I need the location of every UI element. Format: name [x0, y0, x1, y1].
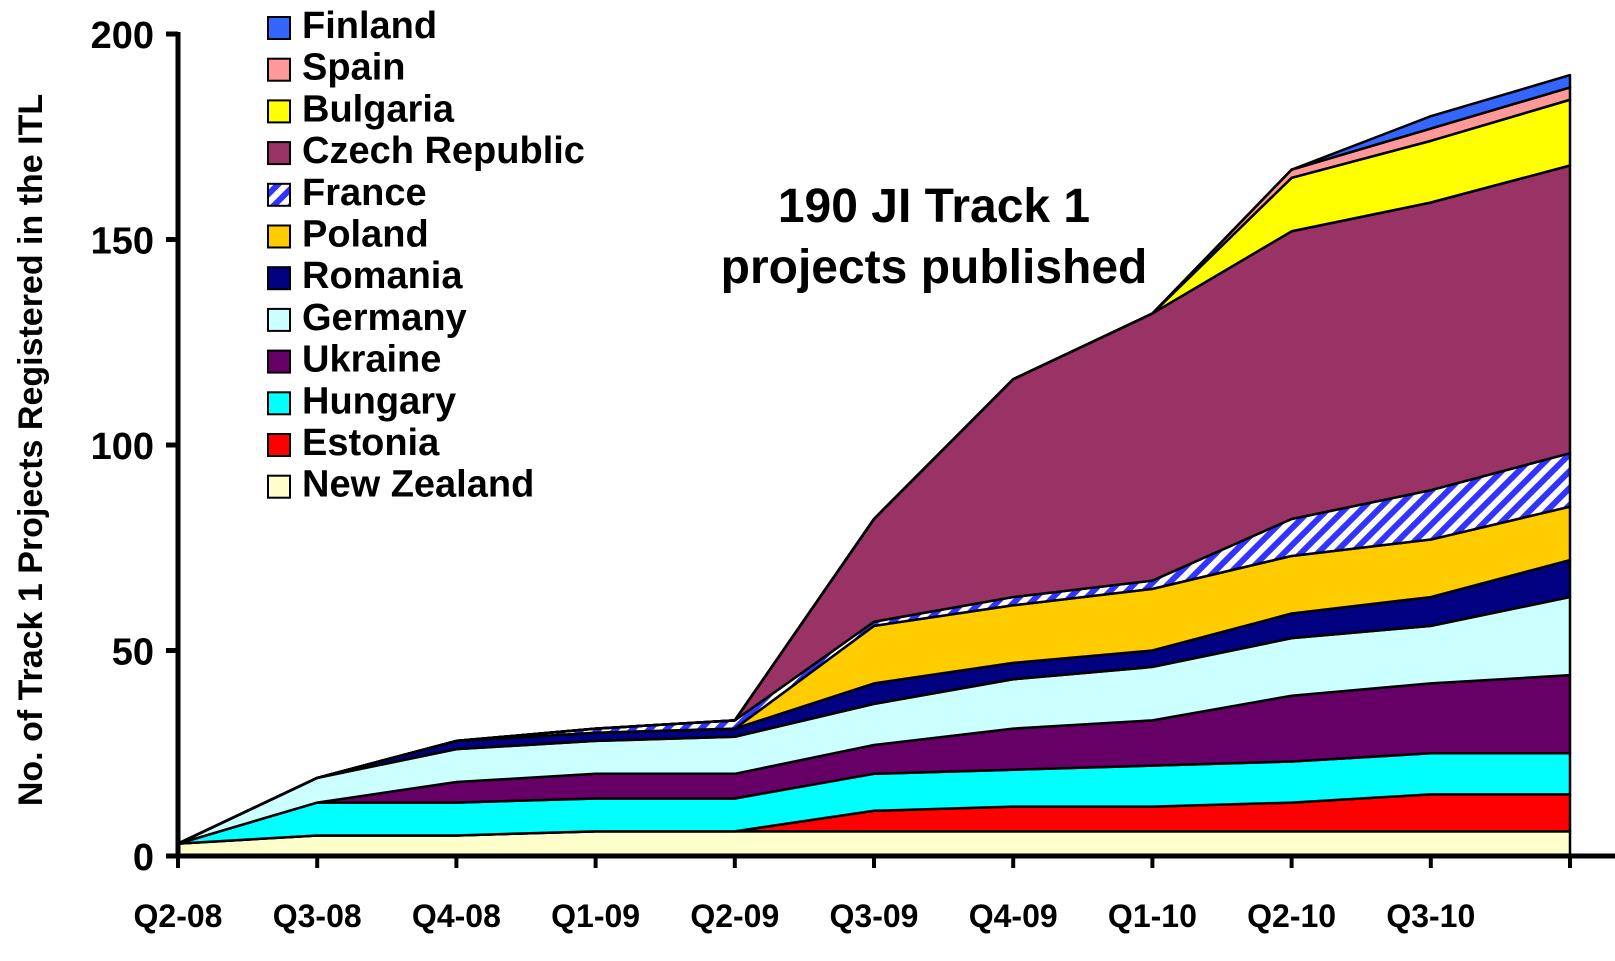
x-tick-label-q4-09: Q4-09 — [969, 898, 1058, 934]
legend-label-spain: Spain — [302, 47, 405, 89]
y-tick-label-150: 150 — [91, 221, 154, 263]
annotation-line-2: projects published — [721, 241, 1148, 294]
x-tick-label-q4-08: Q4-08 — [412, 898, 501, 934]
legend-swatch-france — [267, 182, 291, 207]
y-tick-label-50: 50 — [112, 632, 154, 674]
y-tick-label-100: 100 — [91, 426, 154, 468]
x-tick-label-q3-08: Q3-08 — [273, 898, 362, 934]
legend-label-new-zealand: New Zealand — [302, 464, 534, 506]
text-layer: No. of Track 1 Projects Registered in th… — [12, 94, 1147, 806]
legend-label-bulgaria: Bulgaria — [302, 88, 455, 130]
y-axis-label: No. of Track 1 Projects Registered in th… — [12, 94, 50, 806]
x-tick-label-q3-09: Q3-09 — [830, 898, 919, 934]
legend-label-hungary: Hungary — [302, 380, 456, 422]
legend-swatch-hungary — [267, 391, 291, 416]
legend-swatch-romania — [267, 266, 291, 291]
legend-label-estonia: Estonia — [302, 422, 440, 464]
x-tick-label-q2-09: Q2-09 — [690, 898, 779, 934]
x-tick-label-q2-10: Q2-10 — [1247, 898, 1336, 934]
legend-label-czech-republic: Czech Republic — [302, 130, 585, 172]
x-tick-label-q1-09: Q1-09 — [551, 898, 640, 934]
legend-swatch-spain — [267, 57, 291, 82]
legend-swatch-estonia — [267, 433, 291, 457]
area-layer — [176, 73, 1572, 858]
y-tick-label-0: 0 — [133, 837, 154, 879]
legend-label-poland: Poland — [302, 214, 429, 256]
legend-label-ukraine: Ukraine — [302, 339, 441, 381]
x-tick-label-q1-10: Q1-10 — [1108, 898, 1197, 934]
legend-swatch-germany — [267, 307, 291, 332]
legend-swatch-finland — [267, 16, 291, 40]
annotation-line-1: 190 JI Track 1 — [778, 180, 1090, 233]
legend-swatch-ukraine — [267, 349, 291, 374]
legend-label-romania: Romania — [302, 255, 463, 297]
legend-label-germany: Germany — [302, 297, 467, 339]
legend-swatch-czech-republic — [267, 141, 291, 166]
x-tick-label-q3-10: Q3-10 — [1386, 898, 1475, 934]
legend-swatch-new-zealand — [267, 474, 291, 499]
legend-label-finland: Finland — [302, 5, 437, 47]
y-tick-label-200: 200 — [91, 15, 154, 57]
legend-swatch-bulgaria — [267, 99, 291, 124]
legend-label-france: France — [302, 172, 427, 214]
area-finland — [176, 73, 1572, 845]
legend-swatch-poland — [267, 224, 291, 249]
x-tick-label-q2-08: Q2-08 — [134, 898, 223, 934]
